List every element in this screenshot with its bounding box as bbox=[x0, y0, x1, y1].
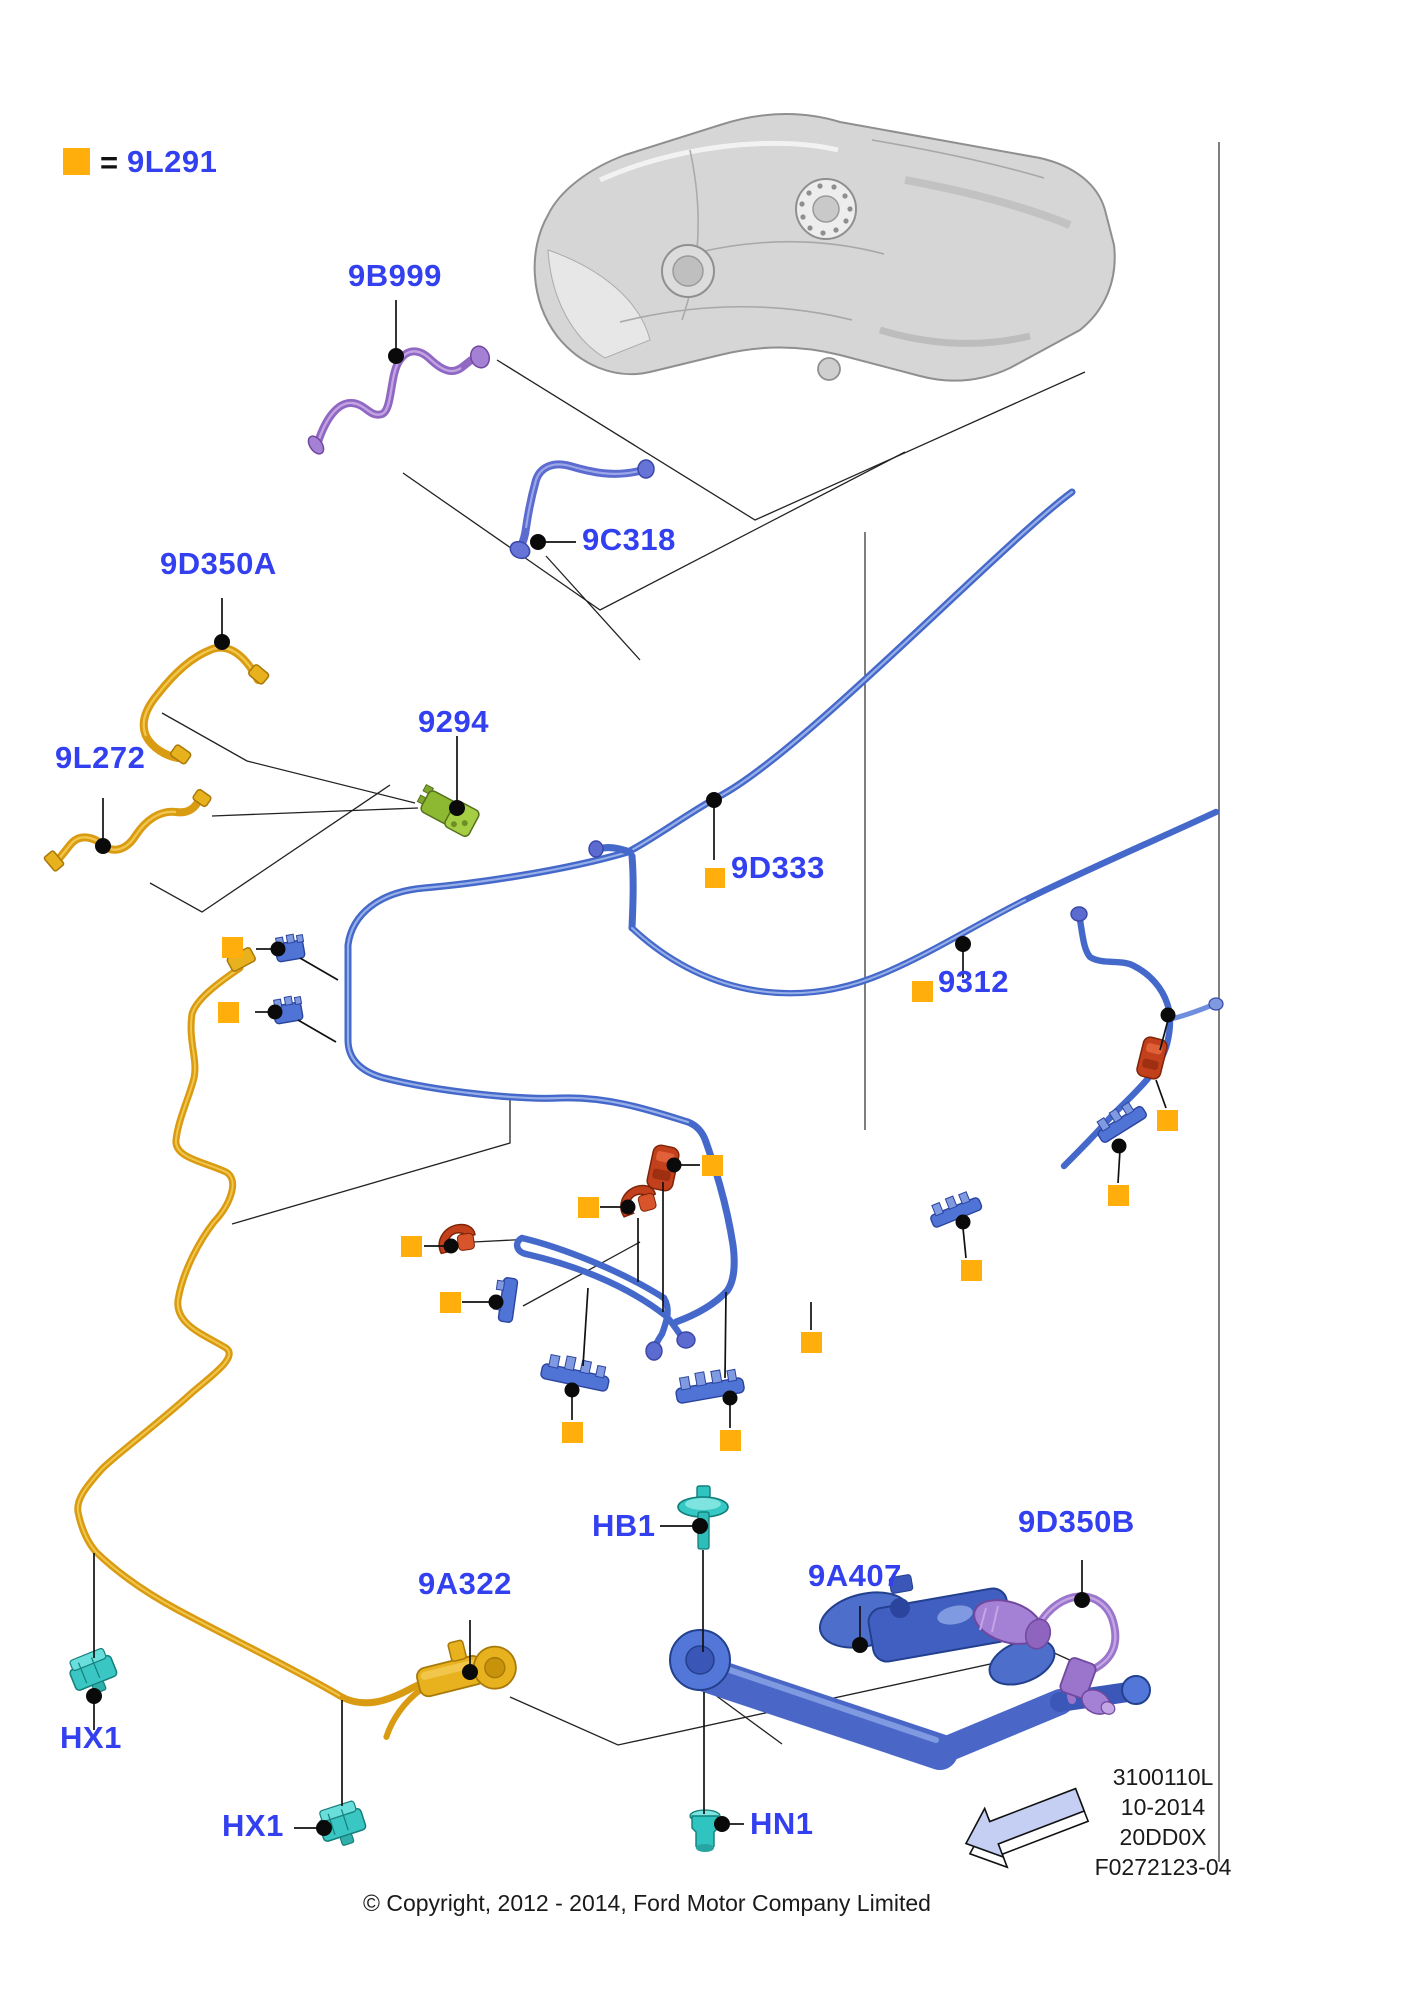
marker-square-9l291 bbox=[222, 937, 243, 958]
label-hb1[interactable]: HB1 bbox=[592, 1508, 656, 1543]
label-9a407[interactable]: 9A407 bbox=[808, 1558, 902, 1593]
label-9d333[interactable]: 9D333 bbox=[731, 850, 825, 885]
label-9l272[interactable]: 9L272 bbox=[55, 740, 146, 775]
doc-info-line-4: F0272123-04 bbox=[1094, 1854, 1232, 1880]
marker-square-9l291 bbox=[1108, 1185, 1129, 1206]
label-9d350a[interactable]: 9D350A bbox=[160, 546, 277, 581]
label-hn1[interactable]: HN1 bbox=[750, 1806, 814, 1841]
marker-square-9l291 bbox=[440, 1292, 461, 1313]
direction-arrow-icon bbox=[964, 1787, 1090, 1869]
label-9312[interactable]: 9312 bbox=[938, 964, 1009, 999]
marker-square-9l291 bbox=[705, 868, 725, 888]
marker-square-9l291 bbox=[720, 1430, 741, 1451]
leader-lines bbox=[93, 300, 1169, 1829]
marker-square-9l291 bbox=[1157, 1110, 1178, 1131]
fuel-line-yellow bbox=[74, 947, 428, 1707]
assembly-9d350b bbox=[973, 1592, 1120, 1715]
doc-info-line-2: 10-2014 bbox=[1120, 1794, 1206, 1820]
association-lines bbox=[149, 359, 1086, 1746]
marker-square-9l291 bbox=[562, 1422, 583, 1443]
control-arm-and-pump bbox=[669, 1574, 1151, 1770]
label-9c318[interactable]: 9C318 bbox=[582, 522, 676, 557]
legend-marker-square bbox=[63, 148, 90, 175]
legend-equals: = bbox=[100, 145, 119, 180]
label-9a322[interactable]: 9A322 bbox=[418, 1566, 512, 1601]
tube-9l272 bbox=[43, 788, 212, 872]
marker-square-9l291 bbox=[702, 1155, 723, 1176]
fuel-line-bundle bbox=[344, 488, 1224, 1361]
label-9b999[interactable]: 9B999 bbox=[348, 258, 442, 293]
legend-part-label[interactable]: 9L291 bbox=[127, 144, 218, 179]
clip-9294-green bbox=[416, 783, 480, 837]
red-clips bbox=[438, 1036, 1168, 1255]
marker-square-9l291 bbox=[401, 1236, 422, 1257]
leader-dots bbox=[86, 348, 1176, 1836]
marker-square-9l291 bbox=[801, 1332, 822, 1353]
doc-info-line-1: 3100110L bbox=[1112, 1764, 1214, 1790]
marker-square-9l291 bbox=[912, 981, 933, 1002]
label-hx1-right[interactable]: HX1 bbox=[222, 1808, 284, 1843]
flange-bolt-ring bbox=[799, 183, 853, 236]
fuel-tank-illustration bbox=[533, 113, 1116, 382]
marker-square-9l291 bbox=[578, 1197, 599, 1218]
label-9d350b[interactable]: 9D350B bbox=[1018, 1504, 1135, 1539]
filter-9a322 bbox=[383, 1639, 517, 1740]
tube-9d350a bbox=[139, 643, 270, 765]
blue-clips bbox=[272, 933, 519, 1323]
comb-clips bbox=[540, 1101, 1147, 1404]
label-hx1-left[interactable]: HX1 bbox=[60, 1720, 122, 1755]
marker-square-9l291 bbox=[961, 1260, 982, 1281]
copyright-text: © Copyright, 2012 - 2014, Ford Motor Com… bbox=[363, 1890, 931, 1916]
hose-9c318 bbox=[509, 459, 655, 560]
doc-info-line-3: 20DD0X bbox=[1119, 1824, 1207, 1850]
label-9294[interactable]: 9294 bbox=[418, 704, 489, 739]
marker-square-9l291 bbox=[218, 1002, 239, 1023]
